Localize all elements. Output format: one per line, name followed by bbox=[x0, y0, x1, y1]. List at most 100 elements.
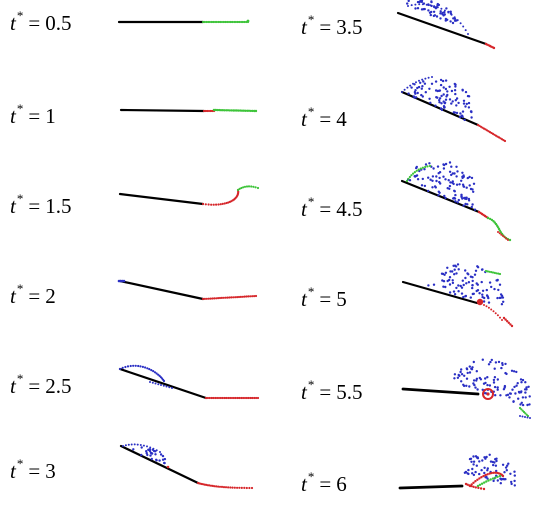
particle-dot bbox=[485, 288, 488, 292]
particle-dot bbox=[474, 269, 478, 272]
particle-dot bbox=[421, 166, 424, 169]
particle-dot bbox=[238, 20, 241, 24]
particle-dot bbox=[439, 83, 443, 87]
time-symbol: t bbox=[10, 194, 16, 218]
particle-dot bbox=[427, 3, 430, 6]
star-superscript: * bbox=[307, 377, 315, 392]
particle-dot bbox=[205, 297, 208, 300]
particle-dot bbox=[510, 324, 514, 328]
particle-dot bbox=[455, 183, 459, 186]
particle-dot bbox=[255, 396, 258, 400]
time-symbol: t bbox=[10, 104, 16, 128]
particle-dot bbox=[465, 282, 468, 285]
particle-dot bbox=[242, 109, 245, 112]
particle-dot bbox=[484, 377, 487, 380]
particle-dot bbox=[133, 443, 136, 446]
particle-dot bbox=[467, 281, 471, 284]
particle-dot bbox=[491, 460, 494, 464]
particle-dot bbox=[438, 101, 441, 104]
particle-dot bbox=[455, 175, 458, 178]
particle-dot bbox=[418, 0, 421, 4]
particle-dot bbox=[447, 11, 450, 14]
particle-dot bbox=[254, 109, 258, 113]
particle-dot bbox=[460, 179, 463, 182]
particle-dot bbox=[130, 443, 133, 446]
time-value: 6 bbox=[336, 472, 347, 496]
particle-dot bbox=[229, 486, 232, 489]
particle-dot bbox=[463, 118, 466, 122]
particle-dot bbox=[249, 295, 252, 298]
particle-dot bbox=[499, 296, 502, 299]
particle-dot bbox=[500, 366, 503, 370]
particle-dot bbox=[491, 477, 495, 480]
time-symbol: t bbox=[10, 374, 16, 398]
particle-dot bbox=[456, 19, 459, 22]
particle-dot bbox=[248, 486, 251, 490]
particle-dot bbox=[521, 415, 524, 418]
particle-dot bbox=[438, 180, 441, 184]
particle-dot bbox=[472, 485, 475, 488]
particle-dot bbox=[238, 187, 241, 190]
particle-dot bbox=[496, 296, 499, 300]
particle-dot bbox=[471, 292, 474, 296]
particle-dot bbox=[253, 109, 256, 113]
particle-dot bbox=[480, 280, 483, 284]
particle-dot bbox=[421, 177, 424, 181]
particle-dot bbox=[449, 181, 452, 184]
equals-sign: = bbox=[28, 374, 41, 398]
particle-dot bbox=[502, 235, 504, 237]
particle-dot bbox=[245, 185, 249, 188]
particle-dot bbox=[432, 14, 436, 18]
particle-dot bbox=[468, 385, 471, 388]
particle-dot bbox=[486, 270, 489, 273]
particle-dot bbox=[465, 197, 468, 201]
particle-dot bbox=[460, 368, 463, 371]
particle-dot bbox=[487, 301, 491, 304]
particle-dot bbox=[475, 370, 478, 373]
particle-dot bbox=[152, 447, 155, 450]
particle-dot bbox=[453, 19, 457, 22]
particle-dot bbox=[214, 108, 217, 112]
particle-dot bbox=[503, 236, 506, 239]
particle-dot bbox=[231, 486, 234, 489]
particle-dot bbox=[480, 469, 483, 472]
particle-dot bbox=[217, 20, 220, 24]
particle-dot bbox=[453, 16, 456, 19]
star-superscript: * bbox=[16, 8, 24, 23]
particle-dot bbox=[240, 186, 243, 190]
particle-dot bbox=[215, 485, 218, 488]
particle-dot bbox=[442, 14, 445, 17]
particle-dot bbox=[220, 485, 224, 488]
particle-dot bbox=[486, 376, 489, 379]
particle-dot bbox=[206, 396, 209, 400]
particle-dot bbox=[504, 362, 507, 366]
particle-dot bbox=[442, 285, 445, 288]
particle-dot bbox=[217, 485, 220, 488]
particle-dot bbox=[488, 384, 492, 387]
particle-dot bbox=[503, 471, 506, 474]
particle-dot bbox=[452, 197, 455, 200]
particle-dot bbox=[426, 165, 429, 168]
particle-dot bbox=[496, 479, 499, 482]
time-value: 4 bbox=[336, 107, 347, 131]
particle-dot bbox=[457, 290, 460, 293]
particle-dot bbox=[509, 472, 512, 475]
particle-dot bbox=[454, 200, 457, 203]
label-t-1-5: t*=1.5 bbox=[10, 192, 71, 218]
particle-dot bbox=[243, 185, 247, 188]
particle-dot bbox=[490, 271, 493, 274]
particle-dot bbox=[506, 393, 510, 396]
particle-dot bbox=[464, 276, 467, 280]
particle-dot bbox=[465, 377, 469, 380]
particle-dot bbox=[469, 457, 473, 460]
particle-dot bbox=[254, 294, 258, 298]
particle-dot bbox=[424, 163, 428, 166]
particle-dot bbox=[220, 20, 224, 24]
particle-dot bbox=[434, 80, 438, 83]
particle-dot bbox=[207, 297, 210, 300]
particle-dot bbox=[529, 417, 531, 419]
particle-dot bbox=[521, 396, 525, 399]
particle-dot bbox=[448, 170, 452, 173]
particle-dot bbox=[487, 306, 490, 309]
particle-dot bbox=[444, 178, 447, 181]
